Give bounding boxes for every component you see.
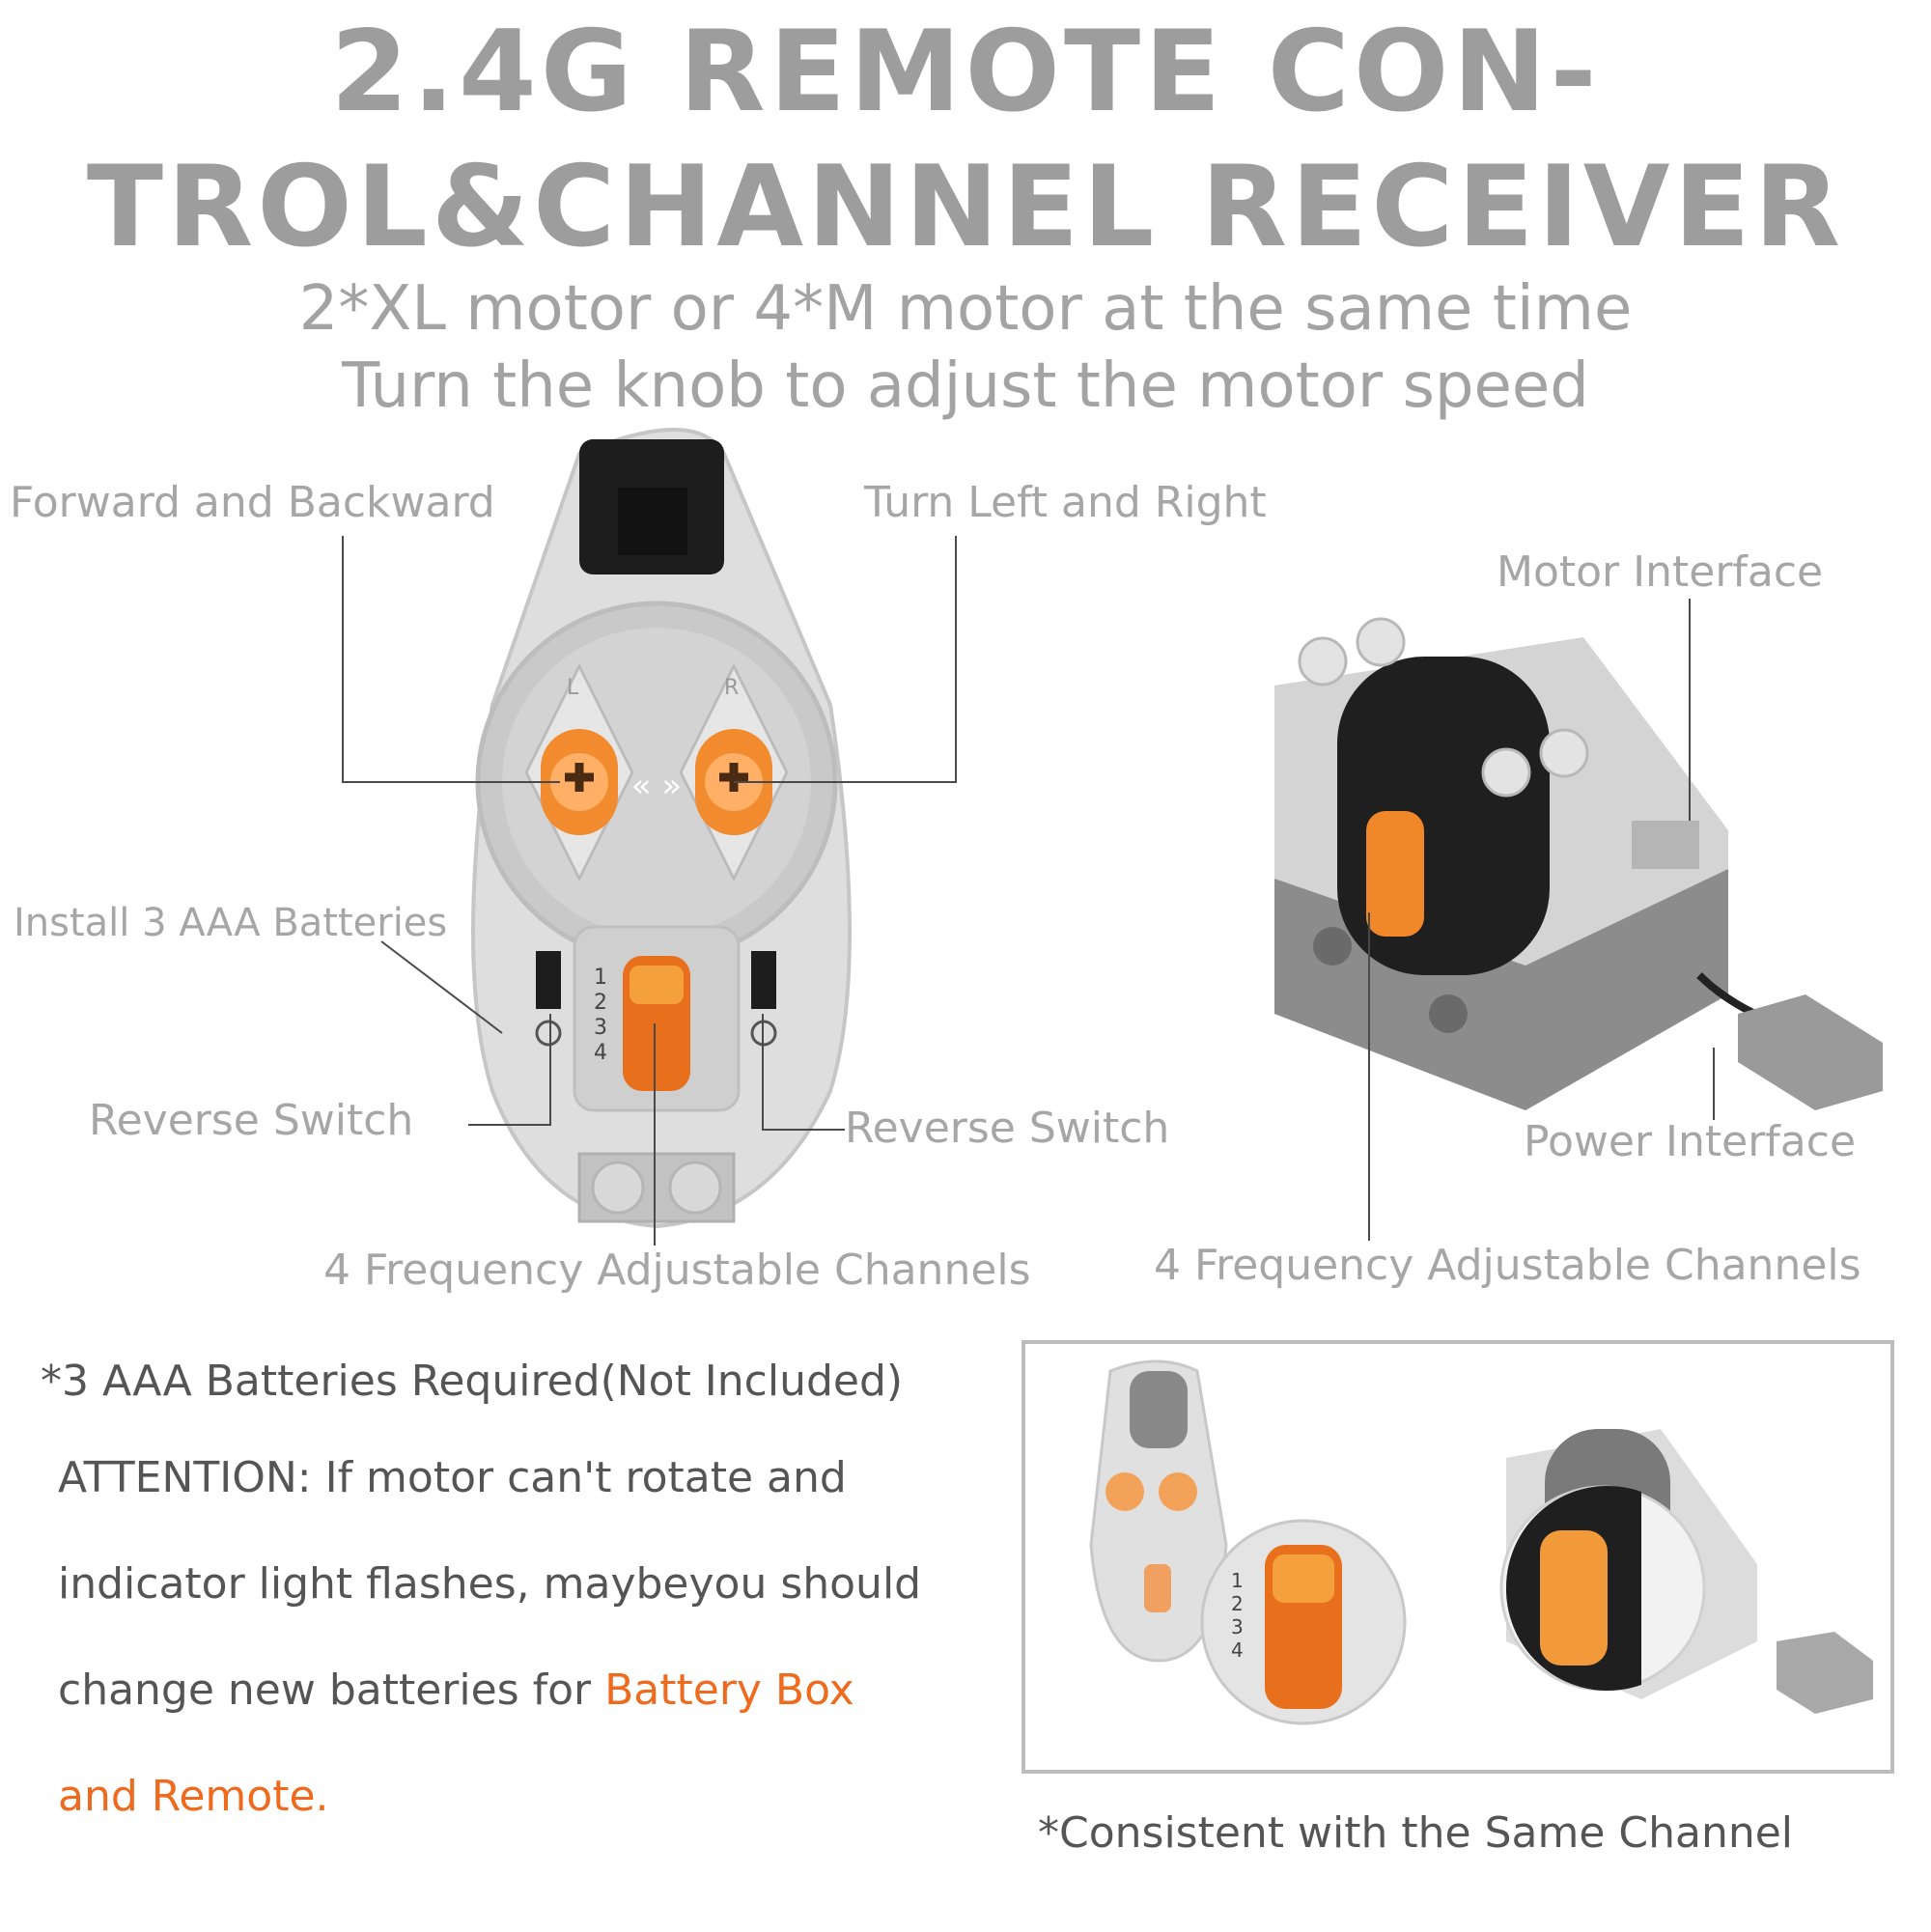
title-line-2: TROL&CHANNEL RECEIVER [86,142,1845,272]
label-reverse-switch-left: Reverse Switch [89,1096,414,1145]
zoom-dial-marks: 1 2 3 4 [1231,1569,1244,1662]
label-turn-left-right: Turn Left and Right [864,478,1267,527]
label-remote-channels: 4 Frequency Adjustable Channels [323,1246,1031,1295]
motor-interface-port [1632,821,1699,869]
label-receiver-channels: 4 Frequency Adjustable Channels [1154,1241,1861,1290]
note-plain-text: change new batteries for [58,1666,605,1715]
label-install-batteries: Install 3 AAA Batteries [14,901,448,945]
caption-same-channel: *Consistent with the Same Channel [1038,1808,1794,1858]
note-batteries-required: *3 AAA Batteries Required(Not Included) [41,1357,904,1406]
svg-text:« »: « » [631,767,682,805]
reverse-switch-left [536,951,561,1009]
receiver-channel-dial [1366,811,1424,937]
note-highlight-battery-box: Battery Box [604,1666,854,1715]
title-line-1: 2.4G REMOTE CON- [330,7,1601,137]
receiver-brick [1274,617,1883,1110]
subtitle-line-1: 2*XL motor or 4*M motor at the same time [298,273,1633,345]
zoom-mark: 2 [1231,1592,1244,1615]
note-highlight-remote: and Remote. [58,1772,329,1821]
dial-mark: 3 [594,1016,607,1040]
leader-lines [342,536,1715,1246]
zoom-mark: 1 [1231,1569,1244,1592]
zoom-mark: 3 [1231,1615,1244,1638]
zoom-mark: 4 [1231,1638,1244,1662]
power-interface-plug [1738,994,1883,1110]
label-motor-interface: Motor Interface [1497,547,1824,597]
dial-marks: 1 2 3 4 [594,966,607,1066]
label-reverse-switch-right: Reverse Switch [845,1104,1170,1153]
label-forward-backward: Forward and Backward [10,478,495,527]
label-power-interface: Power Interface [1524,1117,1857,1166]
dial-mark: 1 [594,966,607,990]
comparison-remote [1089,1359,1228,1663]
note-attention-line-2: indicator light flashes, maybeyou should [58,1559,922,1609]
subtitle-line-2: Turn the knob to adjust the motor speed [342,350,1589,422]
note-attention-line-1: ATTENTION: If motor can't rotate and [58,1453,847,1502]
dial-mark: 4 [594,1041,607,1065]
knob-mark-left: L [567,676,579,700]
note-attention-line-3: change new batteries for Battery Box [58,1666,854,1716]
knob-mark-right: R [724,676,740,700]
dial-mark: 2 [594,991,607,1015]
reverse-switch-right [751,951,776,1009]
remote-controller: « » [471,428,852,1229]
